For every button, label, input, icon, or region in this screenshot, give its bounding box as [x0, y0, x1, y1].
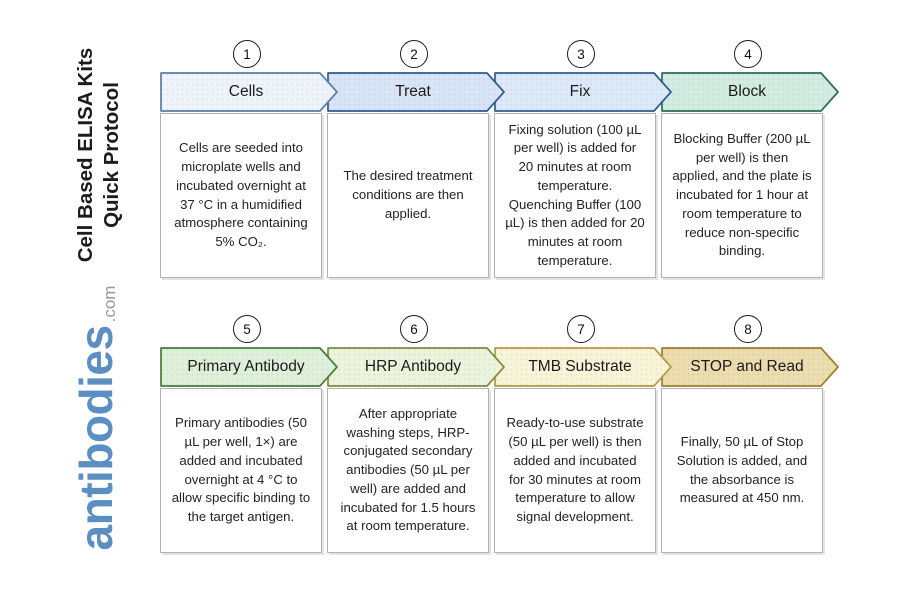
- step-8-number-badge: 8: [734, 315, 762, 343]
- step-2-arrow-banner: [327, 72, 505, 112]
- step-8-banner-label: STOP and Read: [662, 348, 833, 386]
- step-2-description: The desired treatment conditions are the…: [327, 113, 489, 278]
- step-5-number-badge: 5: [233, 315, 261, 343]
- step-1-arrow-banner: [160, 72, 338, 112]
- step-2-banner-label: Treat: [328, 73, 499, 111]
- step-4: 4 Block Blocking Buffer (200 µL per well…: [661, 40, 839, 278]
- step-6: 6 HRP Antibody After appropriate washing…: [327, 315, 505, 553]
- step-3: 3 Fix Fixing solution (100 µL per well) …: [494, 40, 672, 278]
- step-5-arrow-banner: [160, 347, 338, 387]
- step-7: 7 TMB Substrate Ready-to-use substrate (…: [494, 315, 672, 553]
- step-8-description: Finally, 50 µL of Stop Solution is added…: [661, 388, 823, 553]
- step-3-banner-label: Fix: [495, 73, 666, 111]
- step-5-banner-label: Primary Antibody: [161, 348, 332, 386]
- step-7-arrow-banner: [494, 347, 672, 387]
- step-1-description: Cells are seeded into microplate wells a…: [160, 113, 322, 278]
- brand-logo-suffix: .com: [100, 285, 119, 323]
- step-1-number-badge: 1: [233, 40, 261, 68]
- brand-logo: antibodies .com: [64, 278, 128, 558]
- step-3-arrow-banner: [494, 72, 672, 112]
- step-2-number-badge: 2: [400, 40, 428, 68]
- page-title-line1: Cell Based ELISA Kits: [74, 47, 97, 263]
- step-3-number-badge: 3: [567, 40, 595, 68]
- step-7-banner-label: TMB Substrate: [495, 348, 666, 386]
- step-3-description: Fixing solution (100 µL per well) is add…: [494, 113, 656, 278]
- step-5-description: Primary antibodies (50 µL per well, 1×) …: [160, 388, 322, 553]
- step-1-banner-label: Cells: [161, 73, 332, 111]
- step-6-description: After appropriate washing steps, HRP-con…: [327, 388, 489, 553]
- step-6-banner-label: HRP Antibody: [328, 348, 499, 386]
- step-4-banner-label: Block: [662, 73, 833, 111]
- step-8-arrow-banner: [661, 347, 839, 387]
- step-4-number-badge: 4: [734, 40, 762, 68]
- step-4-description: Blocking Buffer (200 µL per well) is the…: [661, 113, 823, 278]
- step-1: 1 Cells Cells are seeded into microplate…: [160, 40, 338, 278]
- brand-logo-text: antibodies: [70, 325, 122, 551]
- page-title: Cell Based ELISA Kits Quick Protocol: [72, 35, 126, 275]
- page-title-line2: Quick Protocol: [100, 82, 123, 228]
- step-7-number-badge: 7: [567, 315, 595, 343]
- step-4-arrow-banner: [661, 72, 839, 112]
- step-2: 2 Treat The desired treatment conditions…: [327, 40, 505, 278]
- step-6-arrow-banner: [327, 347, 505, 387]
- step-5: 5 Primary Antibody Primary antibodies (5…: [160, 315, 338, 553]
- step-6-number-badge: 6: [400, 315, 428, 343]
- step-7-description: Ready-to-use substrate (50 µL per well) …: [494, 388, 656, 553]
- step-8: 8 STOP and Read Finally, 50 µL of Stop S…: [661, 315, 839, 553]
